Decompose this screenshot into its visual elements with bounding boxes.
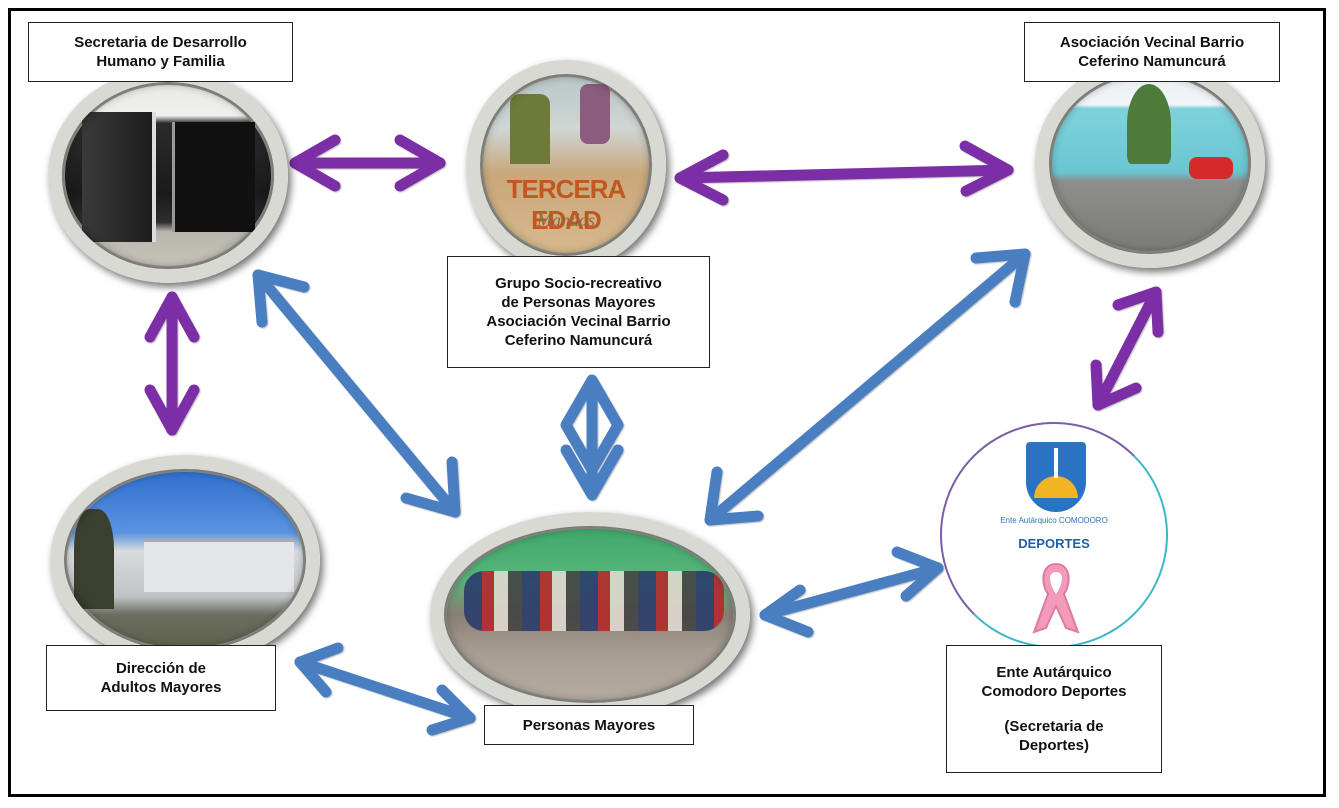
arrow-secretaria-grupo [289,134,446,192]
ente-logo: Ente Autárquico COMODORO DEPORTES [940,422,1168,648]
arrow-asociacion-personas [704,248,1031,526]
personas-label: Personas Mayores [484,705,694,745]
arrow-grupo-personas [560,374,624,501]
grupo-label: Grupo Socio-recreativo de Personas Mayor… [447,256,710,368]
secretaria-photo [48,68,288,283]
ente-logo-small: Ente Autárquico COMODORO [1000,516,1108,525]
arrow-personas-ente [759,546,944,638]
ente-emblem-icon [1026,442,1086,512]
arrow-asociacion-ente [1090,286,1164,411]
arrow-secretaria-direccion [144,291,200,436]
grupo-photo: TERCERA EDAD Mandas [466,60,666,270]
arrow-direccion-personas [294,642,476,736]
ente-logo-main: DEPORTES [1018,536,1090,551]
ente-label: Ente Autárquico Comodoro Deportes (Secre… [946,645,1162,773]
grupo-photo-text-2: Mandas [537,210,595,230]
arrow-grupo-asociacion [674,140,1014,206]
pink-ribbon-icon [1032,562,1080,634]
direccion-photo [50,455,320,665]
grupo-photo-text-1: TERCERA EDAD [506,174,627,235]
asociacion-photo [1035,58,1265,268]
arrow-secretaria-personas [252,269,461,518]
personas-photo [430,512,750,717]
